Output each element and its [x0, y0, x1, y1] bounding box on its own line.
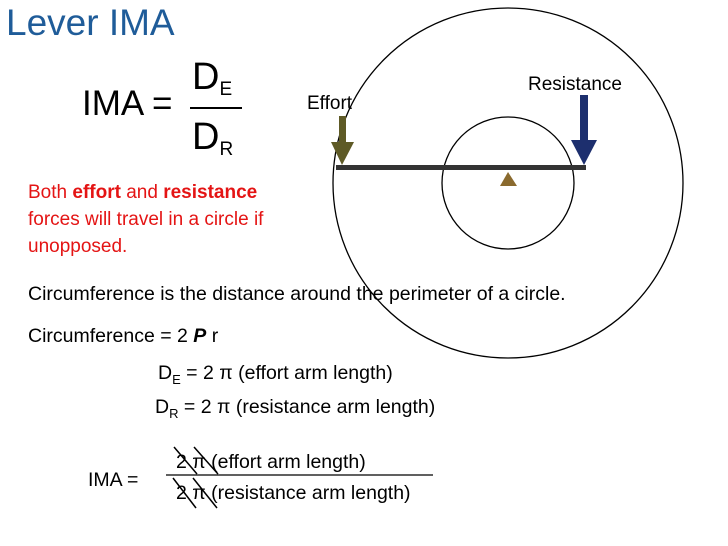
- page-title: Lever IMA: [6, 2, 175, 43]
- cancel-marks: [172, 446, 219, 509]
- resistance-distance-formula: DR = 2 π (resistance arm length): [155, 396, 436, 421]
- formula-denominator: DR: [192, 116, 233, 161]
- inner-circle: [441, 116, 575, 250]
- note-line-3: unopposed.: [28, 236, 128, 257]
- denominator-symbol: D: [192, 116, 220, 158]
- effort-emphasis: effort: [72, 182, 121, 203]
- fulcrum-triangle: [500, 172, 517, 186]
- resistance-arrow: [571, 95, 597, 165]
- circle-travel-note: Both effort and resistance forces will t…: [28, 179, 263, 260]
- circumference-formula: Circumference = 2 P r: [28, 325, 219, 347]
- numerator-subscript: E: [219, 79, 233, 100]
- outer-circle: [332, 7, 684, 359]
- resistance-emphasis: resistance: [163, 182, 258, 203]
- final-ima-numerator: 2 π (effort arm length): [176, 451, 366, 473]
- final-ima-label: IMA =: [88, 469, 139, 491]
- ima-formula-label: IMA =: [82, 84, 173, 123]
- effort-label: Effort: [307, 93, 353, 114]
- resistance-label: Resistance: [528, 74, 622, 95]
- pi-symbol: P: [193, 325, 207, 347]
- fraction-bar: [190, 107, 242, 109]
- effort-distance-formula: DE = 2 π (effort arm length): [158, 362, 393, 387]
- formula-numerator: DE: [192, 56, 232, 101]
- note-line-2: forces will travel in a circle if: [28, 209, 264, 230]
- note-line-1: Both effort and resistance: [28, 182, 258, 203]
- lever-bar: [336, 165, 586, 170]
- final-ima-denominator: 2 π (resistance arm length): [176, 482, 411, 504]
- denominator-subscript: R: [219, 139, 234, 160]
- numerator-symbol: D: [192, 56, 220, 98]
- effort-arrow: [331, 116, 354, 165]
- circumference-definition: Circumference is the distance around the…: [28, 283, 566, 305]
